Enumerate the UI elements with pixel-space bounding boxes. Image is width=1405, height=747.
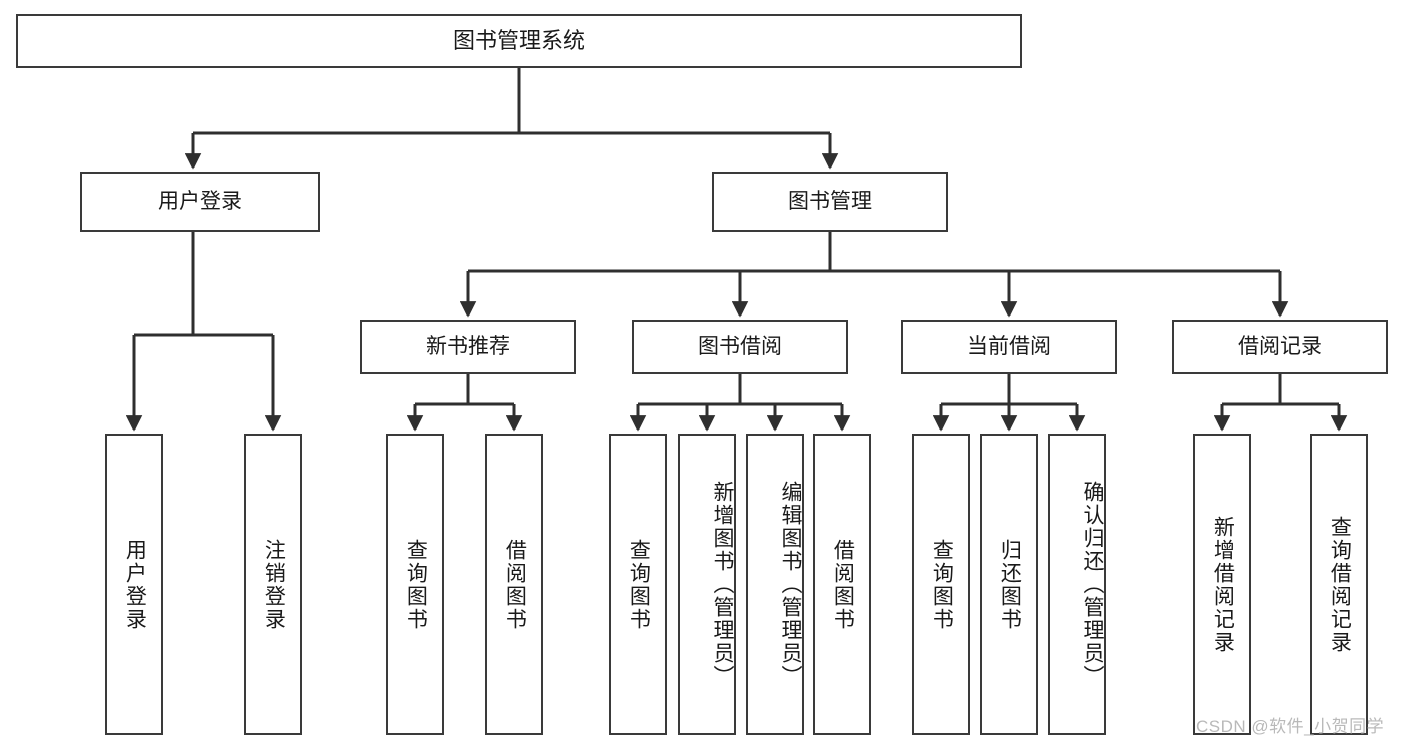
node-book-borrow[interactable]: 图书借阅 bbox=[632, 320, 848, 374]
node-leaf-add-borrow-record[interactable]: 新增借阅记录 bbox=[1193, 434, 1251, 735]
csdn-watermark: CSDN @软件_小贺同学 bbox=[1196, 717, 1385, 736]
node-leaf-borrow-book-recommend[interactable]: 借阅图书 bbox=[485, 434, 543, 735]
node-new-book-recommend[interactable]: 新书推荐 bbox=[360, 320, 576, 374]
node-leaf-borrow-book[interactable]: 借阅图书 bbox=[813, 434, 871, 735]
node-leaf-query-borrow-record[interactable]: 查询借阅记录 bbox=[1310, 434, 1368, 735]
node-leaf-add-book-admin[interactable]: 新增图书（管理员） bbox=[678, 434, 736, 735]
node-current-borrow[interactable]: 当前借阅 bbox=[901, 320, 1117, 374]
node-leaf-edit-book-admin[interactable]: 编辑图书（管理员） bbox=[746, 434, 804, 735]
node-book-management[interactable]: 图书管理 bbox=[712, 172, 948, 232]
node-leaf-logout-login[interactable]: 注销登录 bbox=[244, 434, 302, 735]
node-leaf-query-book-borrow[interactable]: 查询图书 bbox=[609, 434, 667, 735]
node-leaf-return-book[interactable]: 归还图书 bbox=[980, 434, 1038, 735]
node-leaf-query-book-current[interactable]: 查询图书 bbox=[912, 434, 970, 735]
node-leaf-confirm-return-admin[interactable]: 确认归还（管理员） bbox=[1048, 434, 1106, 735]
node-leaf-query-book-recommend[interactable]: 查询图书 bbox=[386, 434, 444, 735]
node-user-login[interactable]: 用户登录 bbox=[80, 172, 320, 232]
node-leaf-user-login[interactable]: 用户登录 bbox=[105, 434, 163, 735]
node-root-system[interactable]: 图书管理系统 bbox=[16, 14, 1022, 68]
node-borrow-record[interactable]: 借阅记录 bbox=[1172, 320, 1388, 374]
